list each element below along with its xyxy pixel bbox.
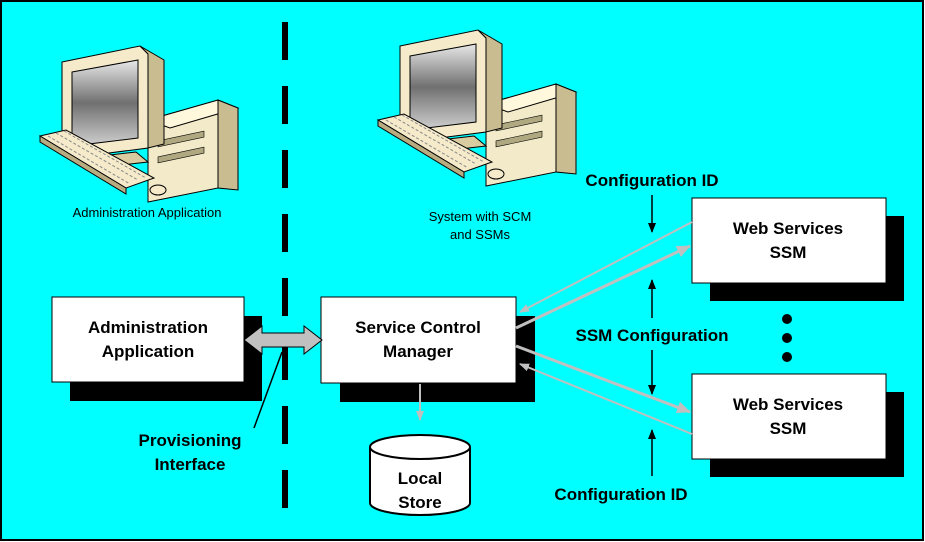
admin-app-label-line1: Administration xyxy=(88,318,208,337)
ssm-bottom-to-scm-arrow xyxy=(519,363,693,435)
local-store-label-line2: Store xyxy=(398,493,441,512)
vertical-ellipsis-icon xyxy=(782,314,792,362)
ssm-bottom-label-line1: Web Services xyxy=(733,395,843,414)
config-id-top-label: Configuration ID xyxy=(585,171,718,190)
computer-icon xyxy=(376,29,578,187)
ssm-top-label-line1: Web Services xyxy=(733,219,843,238)
ssm-top-label-line2: SSM xyxy=(770,243,807,262)
system-computer-caption-line1: System with SCM xyxy=(429,209,532,224)
ssm-configuration-label: SSM Configuration xyxy=(576,326,729,345)
database-cylinder-icon xyxy=(369,434,471,516)
scm-box xyxy=(320,296,517,384)
scm-to-ssm-top-arrow xyxy=(515,244,691,330)
local-store-label-line1: Local xyxy=(398,469,442,488)
admin-computer-caption: Administration Application xyxy=(73,205,222,220)
config-id-bottom-label: Configuration ID xyxy=(554,485,687,504)
provisioning-double-arrow xyxy=(243,324,323,356)
scm-label-line2: Manager xyxy=(383,342,453,361)
provisioning-label-line2: Interface xyxy=(155,455,226,474)
ssm-top-to-scm-arrow xyxy=(519,221,693,313)
ssm-bottom-box xyxy=(691,373,887,460)
provisioning-label-line1: Provisioning xyxy=(139,431,242,450)
scm-label-line1: Service Control xyxy=(355,318,481,337)
computer-icon xyxy=(38,45,240,203)
ssm-bottom-label-line2: SSM xyxy=(770,419,807,438)
provisioning-pointer-line xyxy=(253,351,283,429)
ssm-top-box xyxy=(691,197,887,284)
admin-app-box xyxy=(51,296,245,383)
admin-app-label-line2: Application xyxy=(102,342,195,361)
system-computer-caption-line2: and SSMs xyxy=(450,227,510,242)
scm-to-ssm-bottom-arrow xyxy=(515,344,691,414)
